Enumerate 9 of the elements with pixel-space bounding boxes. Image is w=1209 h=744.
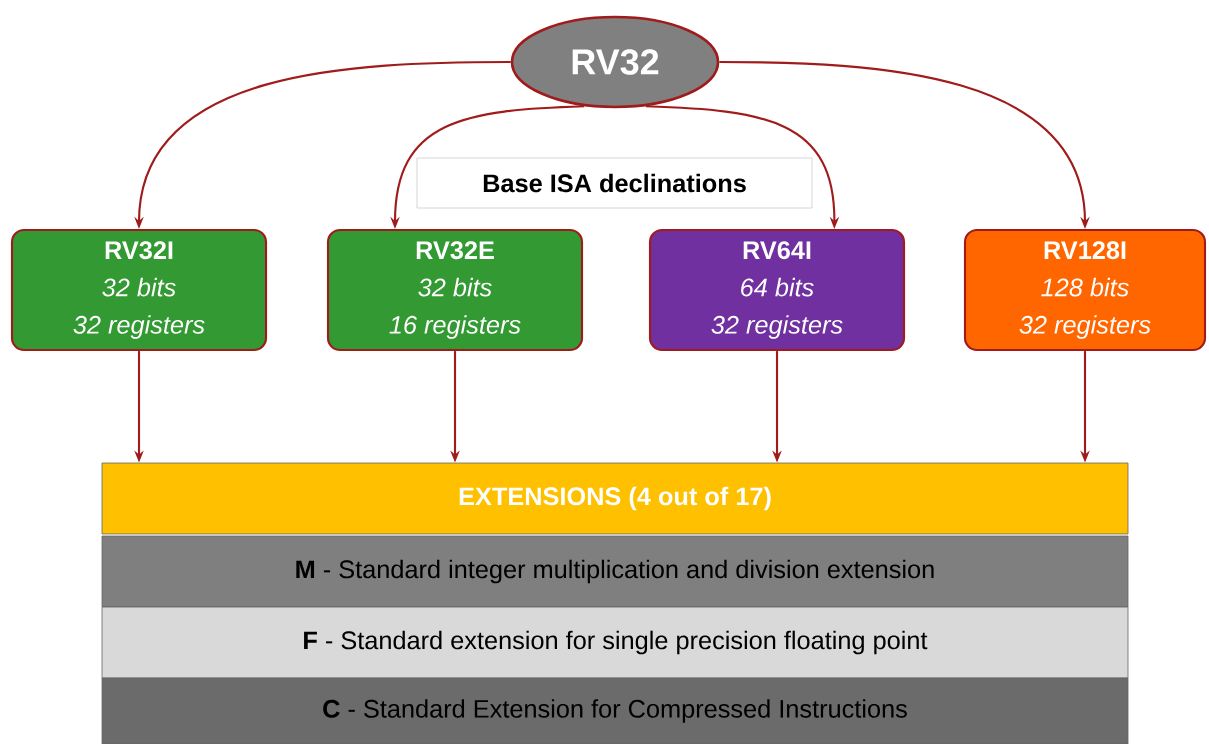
extension-row: M - Standard integer multiplication and division extension [101, 535, 1129, 608]
extension-row: F - Standard extension for single precision floating point [101, 606, 1129, 679]
isa-box: RV32I 32 bits 32 registers [10, 228, 268, 352]
header-band: EXTENSIONS (4 out of 17) [101, 462, 1129, 535]
isa-box: RV32E 32 bits 16 registers [326, 228, 584, 352]
caption-box: Base ISA declinations [416, 157, 813, 209]
isa-box: RV128I 128 bits 32 registers [963, 228, 1207, 352]
extension-row: C - Standard Extension for Compressed Instructions [101, 677, 1129, 744]
isa-box: RV64I 64 bits 32 registers [648, 228, 906, 352]
